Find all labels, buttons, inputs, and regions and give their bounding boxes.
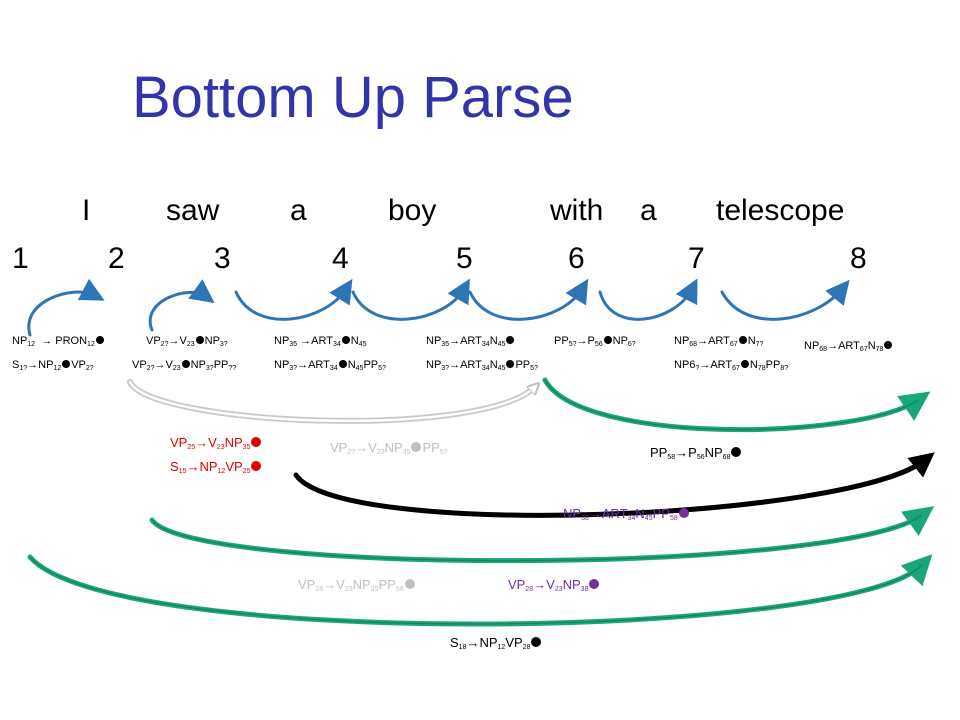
arc-7-8 [720,279,850,321]
position-3: 3 [214,242,231,275]
rule-vp25-v23-np35: VP25→V23NP35 [170,436,262,451]
arc-1-2 [27,278,105,337]
rule-pp58-p56-np68: PP58→P56NP68 [650,446,742,461]
arc-4-5 [351,278,471,321]
arc-2-3 [148,279,215,332]
word-3: a [290,194,307,227]
arc-gray-2-5 [127,379,538,424]
word-7: telescope [716,194,845,227]
word-1: I [82,194,91,227]
word-6: a [640,194,657,227]
arc-green-2-8 [149,506,935,564]
rule-np68-art67-n78-complete: NP68→ART67N78 [804,341,893,353]
rule-np38-art34-n45-pp58: NP38→ART34N45PP58 [563,507,690,522]
position-4: 4 [332,242,349,275]
word-5: with [550,194,604,227]
word-4: boy [388,194,437,227]
rule-vp28-v23-np38: VP28→V23NP38 [508,578,600,593]
arc-green-5-8 [542,377,931,433]
position-7: 7 [688,242,705,275]
word-2: saw [166,194,220,227]
position-8: 8 [850,242,867,275]
rule-s18-np12-vp28: S18→NP12VP28 [450,636,542,651]
rule-vp28-v23-np35-pp58: VP28→V23NP35PP58 [298,578,416,593]
rule-s15-np12-vp25: S15→NP12VP25 [170,460,262,475]
position-6: 6 [568,242,585,275]
arc-6-7 [598,278,698,321]
arc-green-1-8 [27,554,933,627]
arc-3-4 [234,278,353,321]
arc-black-3-8 [293,452,935,518]
arc-gray-2-5-inner [128,380,535,423]
slide-title: Bottom Up Parse [132,65,574,130]
position-5: 5 [456,242,473,275]
position-1: 1 [12,242,29,275]
position-2: 2 [108,242,125,275]
rule-np35-art34-n45-complete: NP35→ART34N45 [426,336,515,348]
arc-5-6 [468,278,589,321]
rule-np12-pron12: NP12 → PRON12 [12,336,105,348]
